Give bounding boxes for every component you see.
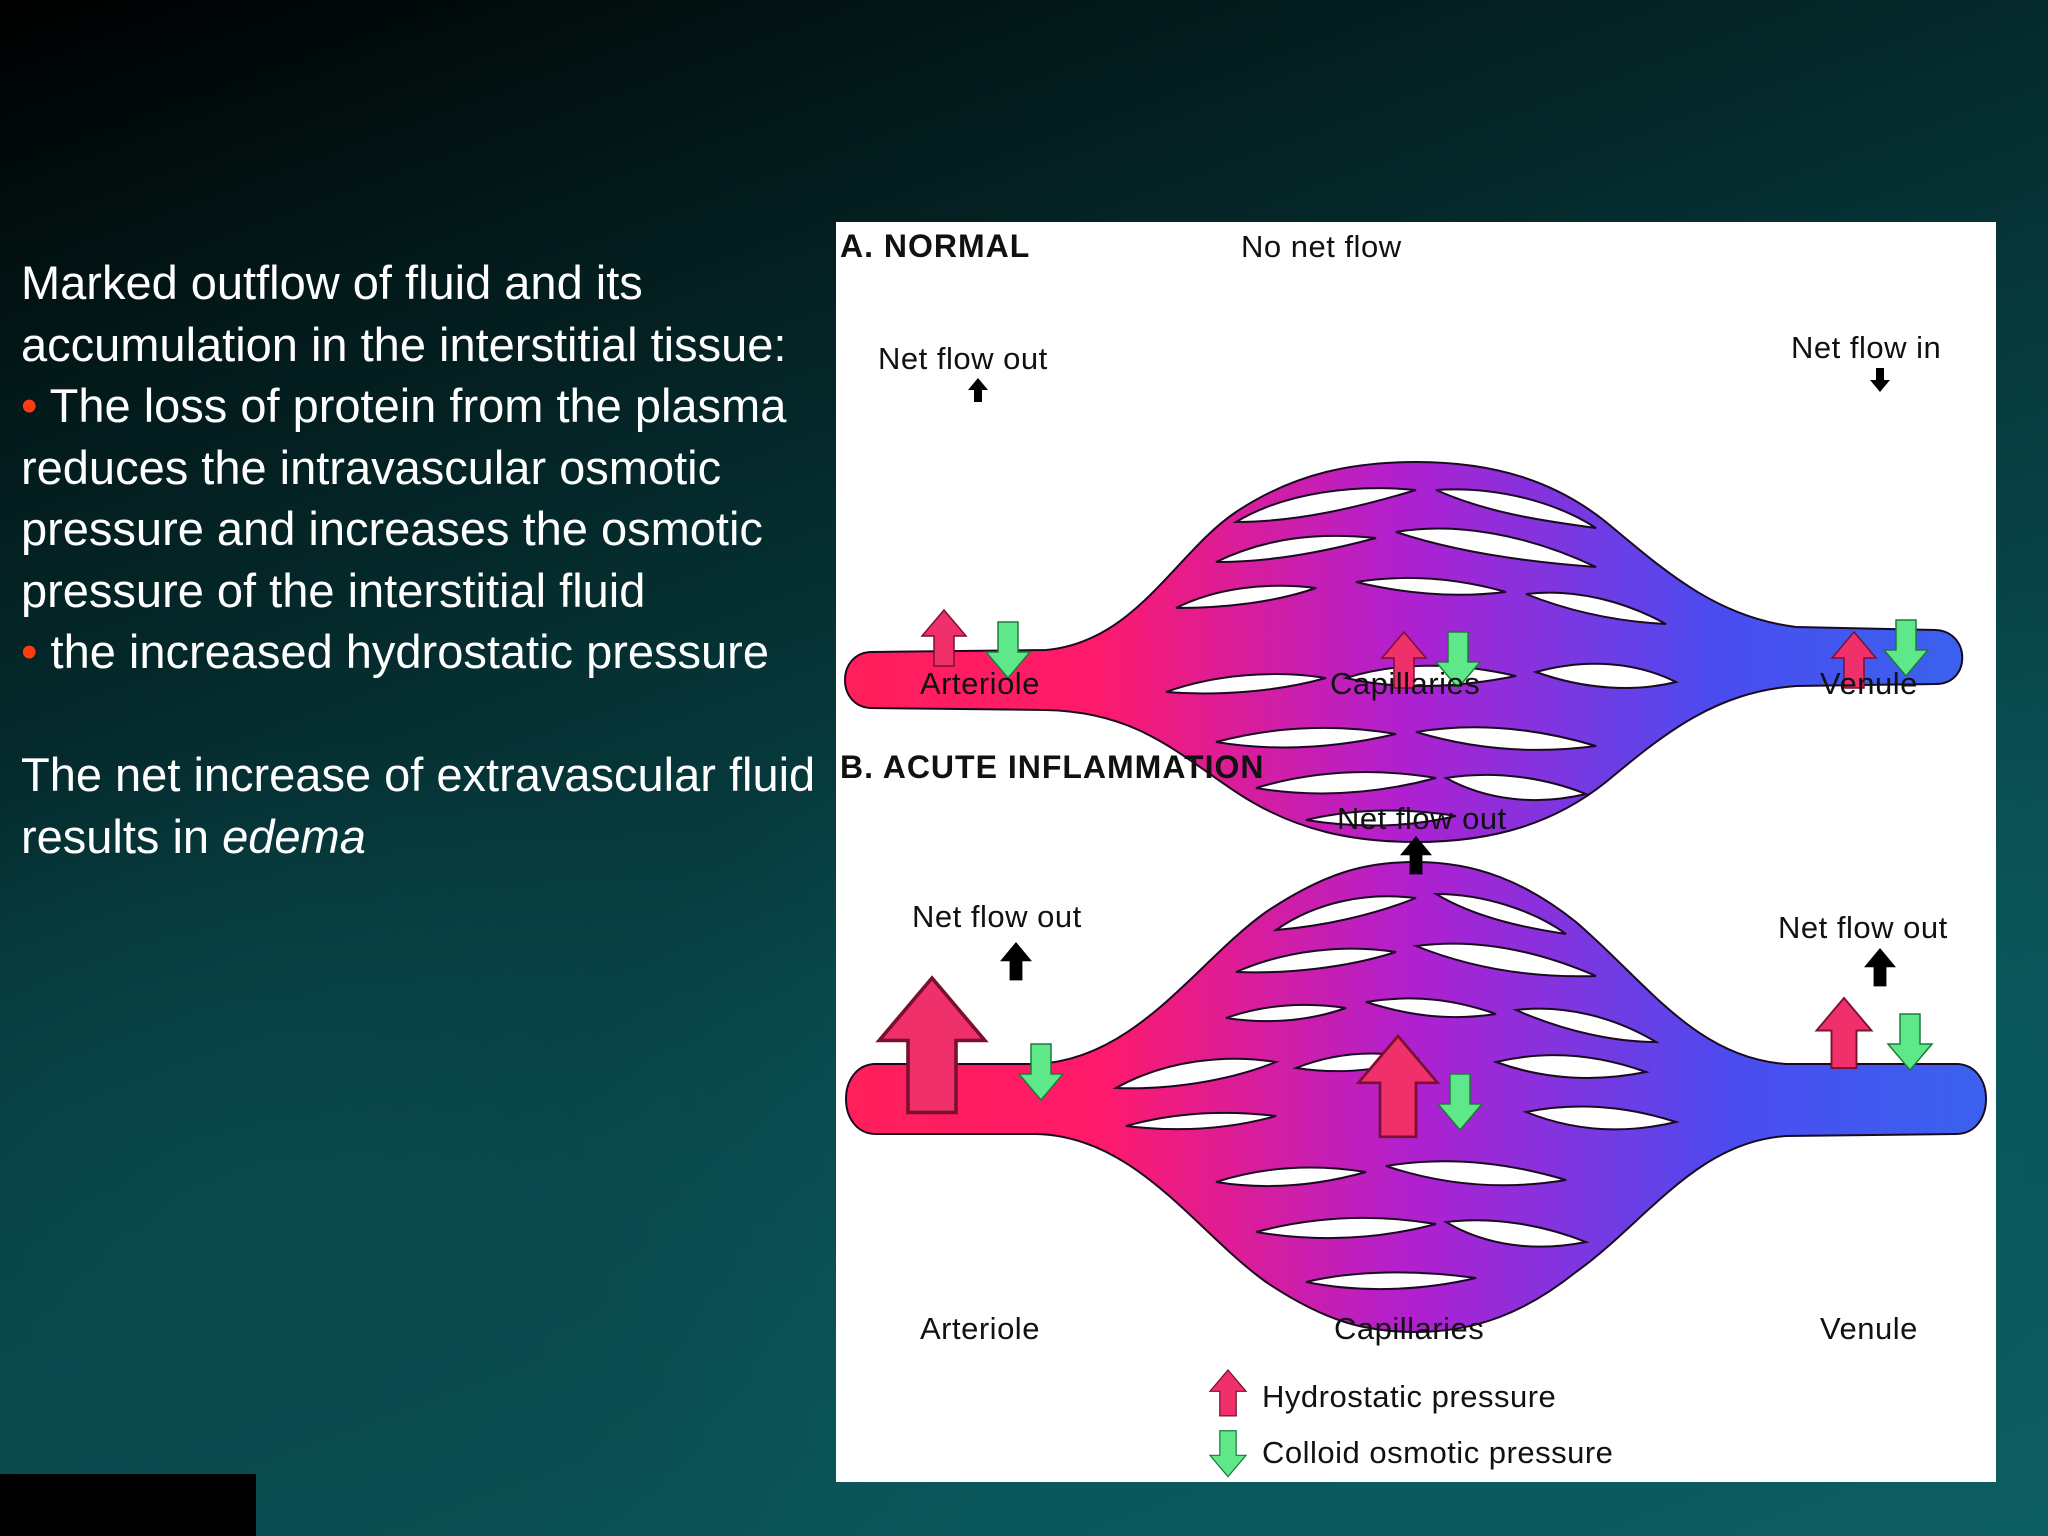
- panel-b-right-label: Net flow out: [1778, 910, 1948, 945]
- bullet-item-protein-loss: • The loss of protein from the plasma re…: [21, 375, 841, 621]
- bullet-dot-icon: •: [21, 379, 38, 432]
- panel-a-title: A. NORMAL: [840, 228, 1030, 264]
- panel-b-venule-hydrostatic-arrow-icon: [1815, 997, 1873, 1069]
- panel-a-center-label: No net flow: [1241, 229, 1402, 264]
- panel-b-left-net-flow-arrow-icon: [1000, 942, 1032, 981]
- bullet-text-hydrostatic: the increased hydrostatic pressure: [37, 625, 769, 678]
- corner-black-box: [0, 1474, 256, 1536]
- capillary-flow-figure: A. NORMAL No net flow Net flow out Net f…: [836, 222, 1996, 1482]
- legend-colloid-arrow-icon: [1209, 1430, 1247, 1478]
- panel-b-arteriole-label: Arteriole: [920, 1311, 1040, 1346]
- legend-hydrostatic-arrow-icon: [1209, 1369, 1247, 1417]
- panel-a-arteriole-label: Arteriole: [920, 666, 1040, 701]
- panel-a-venule-label: Venule: [1820, 666, 1918, 701]
- bullet-text-protein-loss: The loss of protein from the plasma redu…: [21, 379, 787, 617]
- panel-a-capillaries-label: Capillaries: [1330, 666, 1480, 701]
- panel-b-right-net-flow-arrow-icon: [1864, 948, 1896, 987]
- panel-a-left-net-flow-arrow-icon: [968, 378, 988, 402]
- paragraph-spacer: [21, 683, 841, 745]
- intro-paragraph: Marked outflow of fluid and its accumula…: [21, 256, 787, 371]
- panel-b-capillaries-label: Capillaries: [1334, 1311, 1484, 1346]
- panel-acute-inflammation: B. ACUTE INFLAMMATION Net flow out Net f…: [840, 749, 1987, 1346]
- panel-b-title: B. ACUTE INFLAMMATION: [840, 749, 1265, 785]
- conclusion-paragraph: The net increase of extravascular fluid …: [21, 744, 841, 867]
- capillary-flow-diagram: A. NORMAL No net flow Net flow out Net f…: [840, 228, 1987, 1478]
- panel-normal: A. NORMAL No net flow Net flow out Net f…: [840, 228, 1964, 844]
- bullet-item-hydrostatic: • the increased hydrostatic pressure: [21, 621, 841, 683]
- figure-legend: Hydrostatic pressure Colloid osmotic pre…: [1209, 1369, 1613, 1478]
- edema-term: edema: [222, 809, 366, 863]
- bullet-dot-icon: •: [21, 625, 38, 678]
- panel-b-venule-colloid-arrow-icon: [1887, 1013, 1933, 1071]
- panel-a-left-label: Net flow out: [878, 341, 1048, 376]
- legend-hydrostatic-label: Hydrostatic pressure: [1262, 1379, 1556, 1414]
- panel-b-center-label: Net flow out: [1337, 801, 1507, 836]
- panel-a-right-label: Net flow in: [1791, 330, 1941, 365]
- slide-body-text: Marked outflow of fluid and its accumula…: [21, 252, 841, 867]
- legend-colloid-label: Colloid osmotic pressure: [1262, 1435, 1613, 1470]
- panel-b-left-label: Net flow out: [912, 899, 1082, 934]
- panel-b-venule-label: Venule: [1820, 1311, 1918, 1346]
- conclusion-text: The net increase of extravascular fluid …: [21, 748, 816, 863]
- panel-a-right-net-flow-arrow-icon: [1870, 368, 1890, 392]
